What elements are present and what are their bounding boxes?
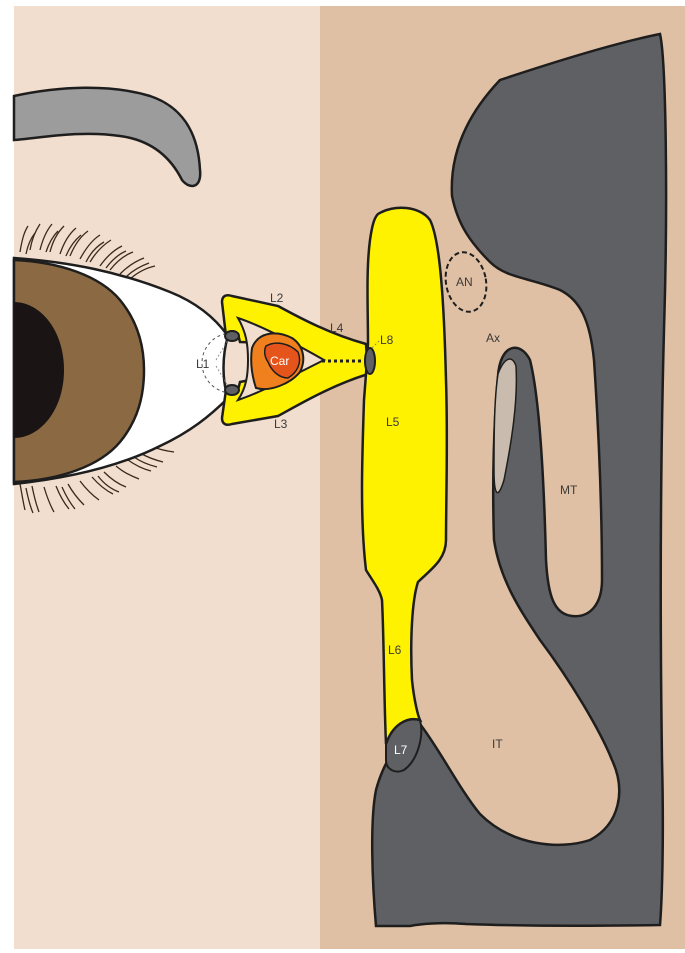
label-l8: L8: [380, 333, 394, 347]
label-l3: L3: [274, 417, 288, 431]
upper-punctum: [225, 331, 239, 341]
label-an: AN: [456, 275, 473, 289]
label-it: IT: [492, 737, 503, 751]
label-l1: L1: [196, 357, 210, 371]
label-l7: L7: [394, 743, 408, 757]
label-l4: L4: [330, 321, 344, 335]
label-l2: L2: [270, 291, 284, 305]
label-car: Car: [270, 354, 289, 368]
label-mt: MT: [560, 483, 578, 497]
lower-punctum: [225, 385, 239, 395]
internal-common-punctum: [365, 348, 375, 374]
label-l6: L6: [388, 643, 402, 657]
label-ax: Ax: [486, 331, 500, 345]
label-l5: L5: [386, 415, 400, 429]
